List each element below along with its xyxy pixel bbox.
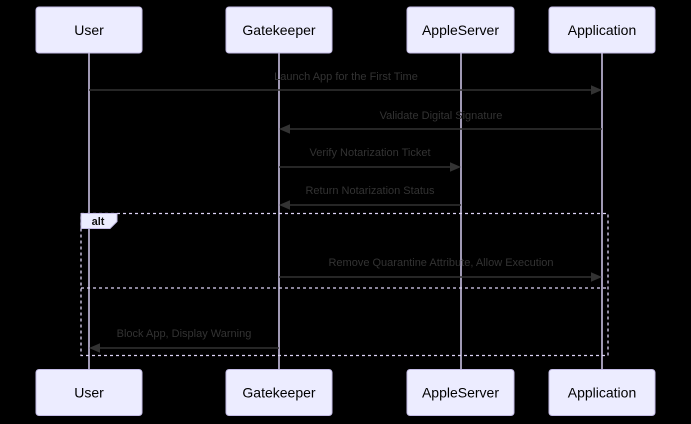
actor-label: Gatekeeper: [242, 385, 315, 401]
actor-bottom-appleserver: AppleServer: [406, 369, 515, 416]
message-return-status: Return Notarization Status: [279, 185, 461, 210]
actor-top-appleserver: AppleServer: [406, 6, 515, 54]
actor-bottom-application: Application: [548, 369, 656, 416]
actor-label: AppleServer: [422, 22, 499, 38]
message-label: Block App, Display Warning: [117, 328, 252, 340]
alt-keyword-label: alt: [92, 216, 105, 228]
message-label: Return Notarization Status: [305, 185, 435, 197]
arrowhead-right-icon: [450, 162, 461, 172]
actor-top-application: Application: [548, 6, 656, 54]
message-label: Remove Quarantine Attribute, Allow Execu…: [328, 257, 553, 269]
actor-label: Application: [568, 385, 637, 401]
message-label: Validate Digital Signature: [380, 110, 503, 122]
alt-fragment-border: [80, 212, 609, 357]
actor-box: [225, 369, 333, 416]
arrowhead-right-icon: [591, 272, 602, 282]
alt-fragment: alt: [80, 212, 609, 357]
actor-top-user: User: [35, 6, 143, 54]
actor-label: User: [74, 22, 104, 38]
message-remove-quarantine: Remove Quarantine Attribute, Allow Execu…: [279, 257, 602, 282]
message-label: Verify Notarization Ticket: [309, 147, 430, 159]
message-validate-signature: Validate Digital Signature: [279, 110, 602, 134]
arrowhead-left-icon: [279, 200, 290, 210]
actor-label: Gatekeeper: [242, 22, 315, 38]
arrowhead-left-icon: [89, 343, 100, 353]
message-block-app: Block App, Display Warning: [89, 328, 279, 353]
actor-box: [548, 369, 656, 416]
actor-box: [35, 6, 143, 54]
actor-bottom-gatekeeper: Gatekeeper: [225, 369, 333, 416]
actor-box: [35, 369, 143, 416]
message-verify-ticket: Verify Notarization Ticket: [279, 147, 461, 172]
actor-label: User: [74, 385, 104, 401]
arrowhead-left-icon: [279, 124, 290, 134]
actor-label: Application: [568, 22, 637, 38]
actor-label: AppleServer: [422, 385, 499, 401]
arrowhead-right-icon: [591, 85, 602, 95]
message-label: Launch App for the First Time: [274, 71, 418, 83]
actor-top-gatekeeper: Gatekeeper: [225, 6, 333, 54]
actor-box: [225, 6, 333, 54]
actor-bottom-user: User: [35, 369, 143, 416]
actor-box: [548, 6, 656, 54]
actor-box: [406, 6, 515, 54]
message-launch-app: Launch App for the First Time: [89, 71, 602, 95]
alt-label-tab: [80, 213, 118, 229]
actor-box: [406, 369, 515, 416]
